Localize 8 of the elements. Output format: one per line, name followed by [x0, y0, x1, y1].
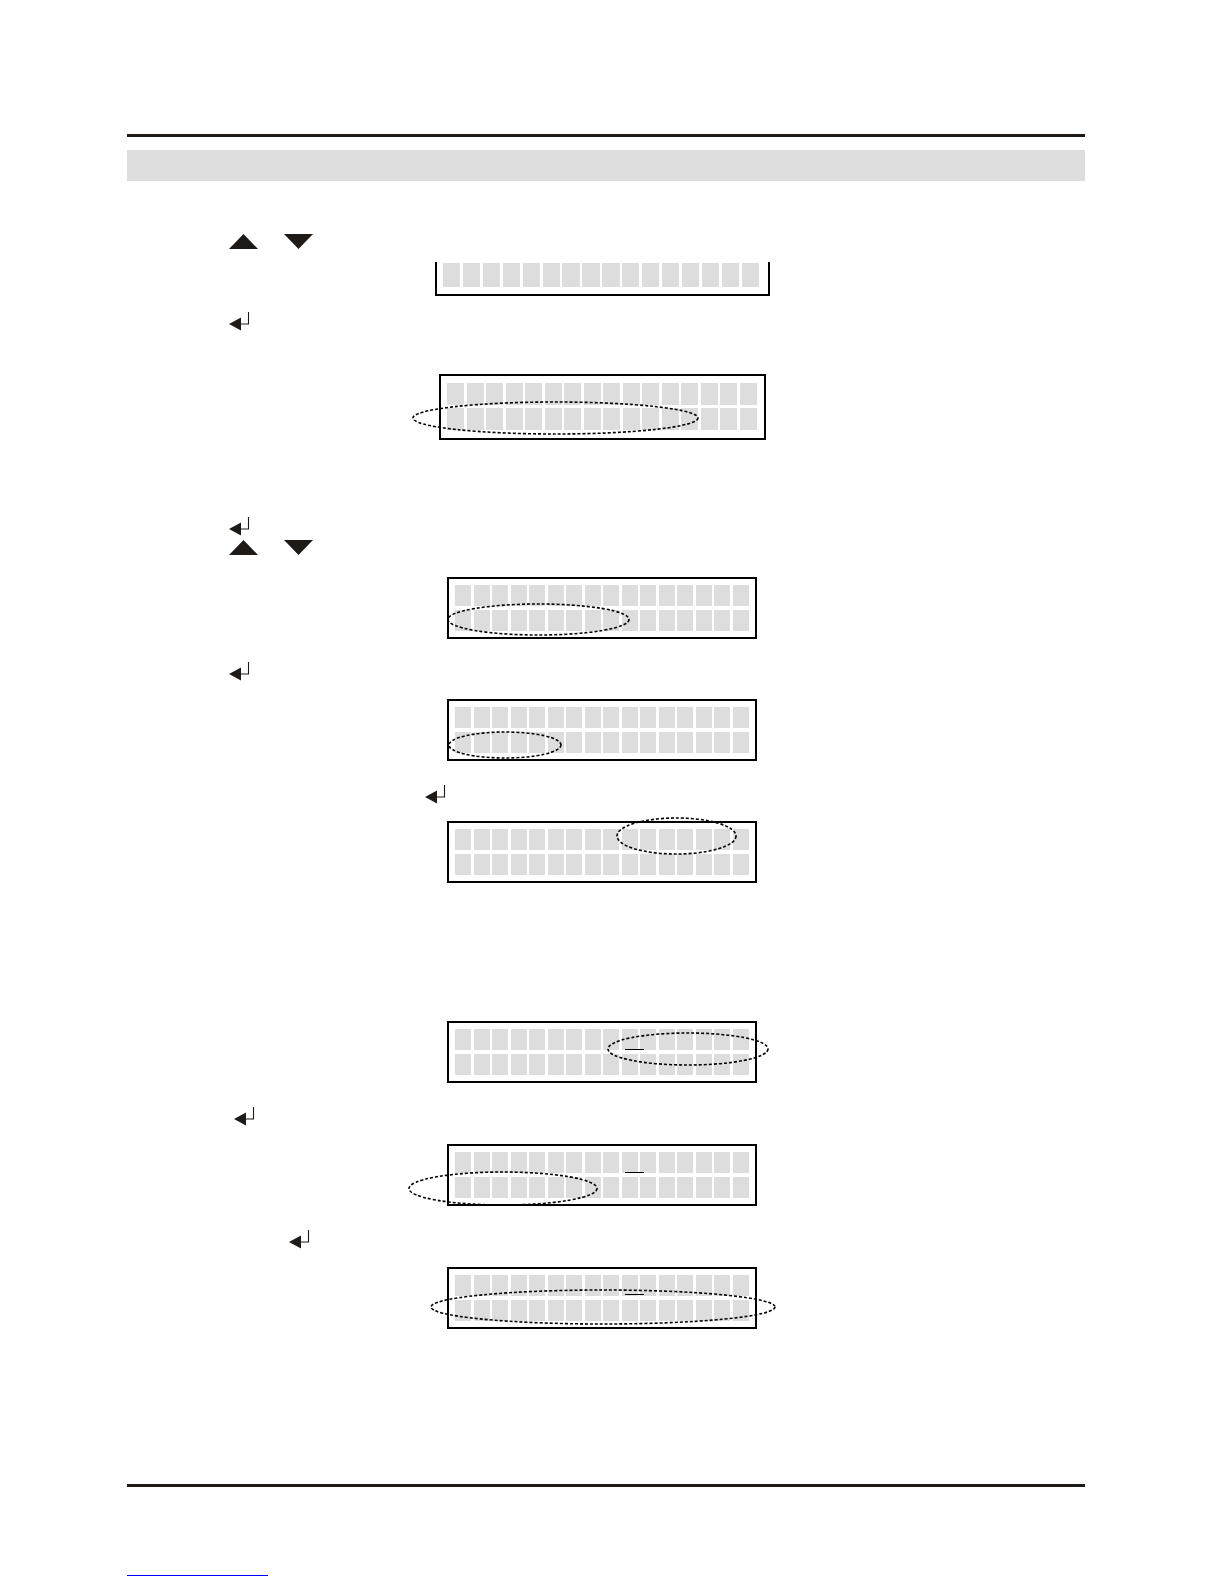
lcd-display — [447, 1021, 757, 1083]
lcd-display — [447, 1144, 757, 1206]
lcd-display — [435, 262, 770, 296]
lcd-display — [447, 821, 757, 883]
lcd-display — [447, 699, 757, 761]
lcd-display — [447, 577, 757, 639]
lcd-display — [439, 374, 766, 440]
lcd-display — [447, 1267, 757, 1329]
